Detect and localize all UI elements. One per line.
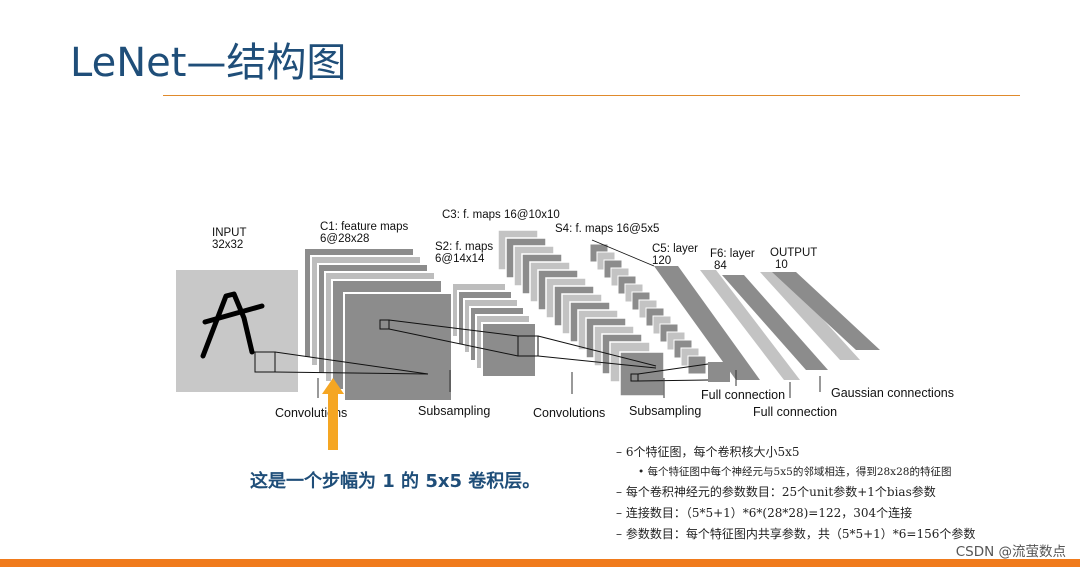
receptive-field-s2: [517, 335, 539, 357]
label-s4: S4: f. maps 16@5x5: [555, 223, 659, 235]
label-f6-size: 84: [714, 260, 727, 272]
label-subsampling-1: Subsampling: [418, 404, 490, 418]
projection-line: [274, 371, 429, 375]
bottom-accent-bar: [0, 559, 1080, 567]
label-s2-size: 6@14x14: [435, 253, 485, 265]
s4-feature-maps: [589, 243, 730, 382]
label-c5: C5: layer: [652, 243, 698, 255]
label-input-size: 32x32: [212, 239, 243, 251]
connector-line: [591, 239, 655, 267]
note-line: – 参数数目：每个特征图内共享参数，共（5*5+1）*6=156个参数: [616, 527, 976, 541]
projection-line: [537, 355, 657, 369]
projection-line: [388, 319, 519, 337]
c5-layer: [654, 266, 760, 380]
c5-layer-light: [700, 270, 800, 380]
projection-line: [637, 363, 709, 375]
projection-line: [274, 351, 429, 375]
label-gaussian-connections: Gaussian connections: [831, 386, 954, 400]
label-s2: S2: f. maps: [435, 241, 493, 253]
projection-line: [388, 328, 519, 357]
label-c3: C3: f. maps 16@10x10: [442, 209, 560, 221]
label-output-size: 10: [775, 259, 788, 271]
label-subsampling-2: Subsampling: [629, 404, 701, 418]
projection-line: [537, 335, 657, 367]
label-c1: C1: feature maps: [320, 221, 408, 233]
title-underline: [163, 95, 1020, 96]
c1-feature-maps: [303, 247, 453, 402]
label-full-connection-1: Full connection: [701, 388, 785, 402]
note-line: – 6个特征图，每个卷积核大小5x5: [616, 445, 800, 459]
label-c5-size: 120: [652, 255, 671, 267]
caption: 这是一个步幅为 1 的 5x5 卷积层。: [250, 471, 541, 492]
label-c1-size: 6@28x28: [320, 233, 369, 245]
label-full-connection-2: Full connection: [753, 405, 837, 419]
f6-layer-light: [760, 272, 860, 360]
label-f6: F6: layer: [710, 248, 755, 260]
note-subline: • 每个特征图中每个神经元与5x5的邻域相连，得到28x28的特征图: [638, 466, 952, 478]
s2-feature-maps: [451, 282, 537, 378]
label-input: INPUT: [212, 227, 247, 239]
output-layer: [772, 272, 880, 350]
note-line: – 每个卷积神经元的参数数目：25个unit参数+1个bias参数: [616, 485, 936, 499]
highlight-arrow: [322, 378, 344, 450]
handwritten-a-crossbar: [202, 303, 265, 325]
s4-last-map: [708, 362, 730, 382]
label-convolutions-2: Convolutions: [533, 406, 605, 420]
notes-list: – 6个特征图，每个卷积核大小5x5 • 每个特征图中每个神经元与5x5的邻域相…: [616, 442, 975, 545]
note-line: – 连接数目：（5*5+1）*6*(28*28)=122，304个连接: [616, 506, 913, 520]
projection-line: [637, 379, 709, 382]
receptive-field-c1: [379, 319, 390, 330]
receptive-field-c3: [630, 373, 639, 382]
label-output: OUTPUT: [770, 247, 817, 259]
receptive-field-input: [254, 351, 276, 373]
page-title: LeNet—结构图: [70, 40, 347, 86]
input-image: [176, 270, 298, 392]
watermark: CSDN @流萤数点: [955, 544, 1066, 560]
f6-layer: [722, 275, 828, 370]
